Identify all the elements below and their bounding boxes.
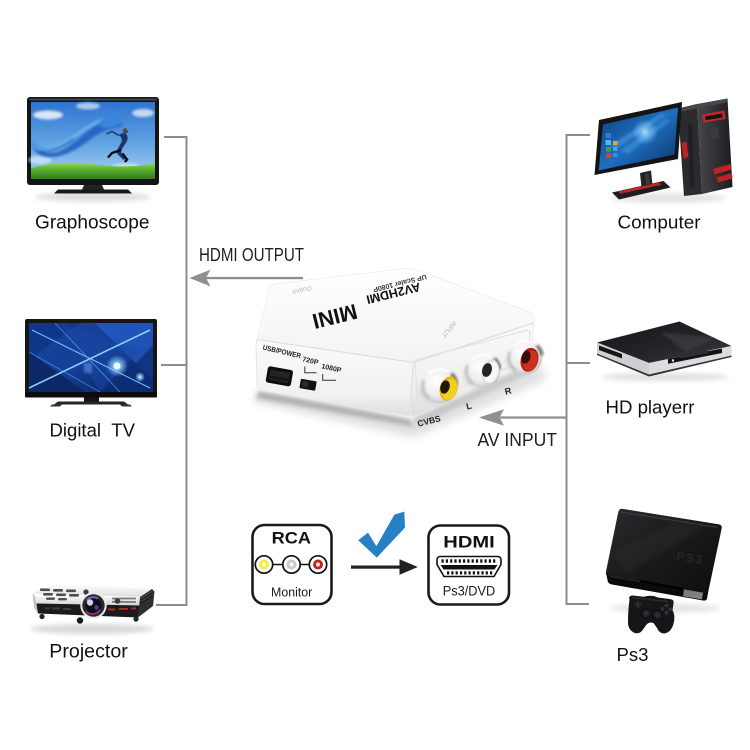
svg-text:HDMI OUTPUT: HDMI OUTPUT	[199, 244, 304, 265]
svg-text:RCA: RCA	[272, 530, 311, 548]
svg-text:Graphoscope: Graphoscope	[35, 211, 150, 233]
svg-text:AV INPUT: AV INPUT	[478, 430, 558, 450]
svg-text:Output: Output	[291, 284, 312, 296]
svg-text:PS3: PS3	[676, 549, 705, 567]
svg-text:R: R	[504, 385, 513, 396]
svg-text:1080P: 1080P	[321, 363, 343, 374]
svg-text:Monitor: Monitor	[271, 584, 313, 599]
svg-text:720P: 720P	[302, 356, 320, 367]
svg-text:Projector: Projector	[49, 641, 128, 662]
svg-text:Digital TV: Digital TV	[50, 419, 136, 440]
svg-text:Computer: Computer	[618, 213, 701, 233]
svg-text:L: L	[465, 400, 473, 411]
svg-text:HDMI: HDMI	[443, 533, 494, 552]
svg-text:Ps3: Ps3	[617, 644, 649, 665]
svg-text:Ps3/DVD: Ps3/DVD	[443, 584, 496, 599]
svg-text:HD playerr: HD playerr	[606, 398, 695, 418]
